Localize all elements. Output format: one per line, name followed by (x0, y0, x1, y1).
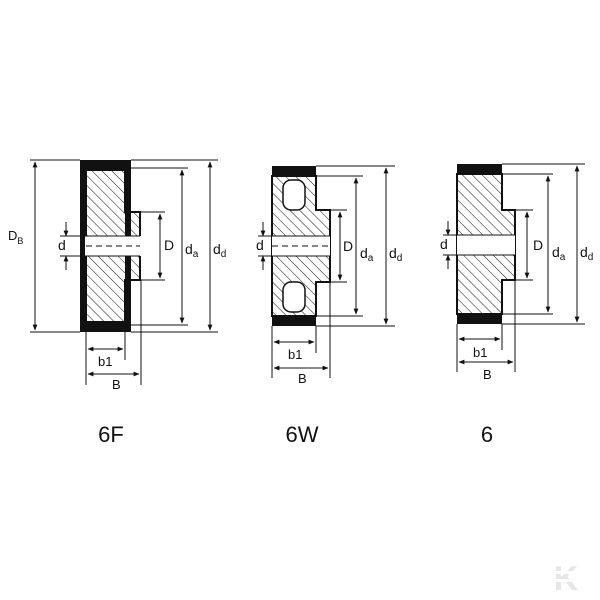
flange-left (80, 160, 86, 332)
label-da: da (360, 245, 374, 264)
pulley-6W: d D da dd b1 B 6W (256, 165, 402, 447)
label-d: d (58, 237, 66, 253)
label-B: B (298, 371, 307, 386)
brand-logo: K (550, 560, 586, 598)
label-B: B (112, 377, 121, 392)
pulley-6: d D da dd b1 B 6 (440, 163, 593, 447)
label-D: D (164, 237, 174, 253)
label-D: D (343, 238, 353, 254)
caption-6: 6 (481, 422, 493, 447)
label-da: da (552, 244, 566, 263)
label-dd: dd (580, 244, 593, 263)
label-d: d (256, 237, 264, 253)
label-b1: b1 (473, 345, 487, 360)
label-B: B (483, 367, 492, 382)
label-b1: b1 (98, 354, 112, 369)
pulley-6F: DB d D da dd b1 B 6F (8, 159, 226, 447)
caption-6W: 6W (286, 422, 319, 447)
caption-6F: 6F (98, 422, 124, 447)
label-b1: b1 (288, 347, 302, 362)
label-dd: dd (389, 245, 402, 264)
label-DB: DB (8, 228, 23, 246)
label-d: d (440, 236, 448, 252)
label-dd: dd (213, 241, 226, 260)
label-da: da (185, 241, 199, 260)
label-D: D (533, 237, 543, 253)
